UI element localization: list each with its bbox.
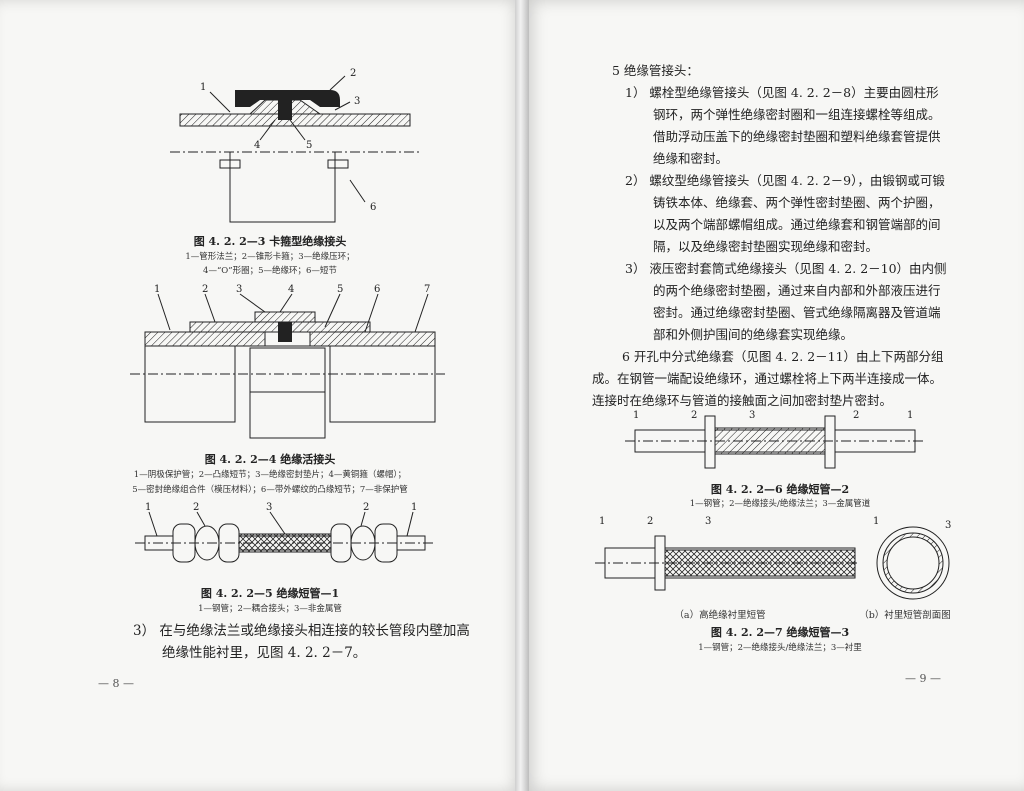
right-line-8: 以及两个端部螺帽组成。通过绝缘套和钢管端部的间: [653, 217, 941, 232]
fig4-label-4: 4: [288, 284, 294, 295]
figure-clamp-insulated-joint: 1 2 3 4 5 6: [170, 68, 420, 223]
fig4-caption: 图 4. 2. 2—4 绝缘活接头: [204, 453, 336, 466]
right-line-7: 铸铁本体、绝缘套、两个弹性密封垫圈、两个护圈，: [653, 195, 941, 210]
right-line-16: 连接时在绝缘环与管道的接触面之间加密封垫片密封。: [592, 393, 893, 408]
right-line-3: 钢环，两个弹性绝缘密封圈和一组连接螺栓等组成。: [653, 107, 941, 122]
fig3-label-5: 5: [306, 140, 312, 151]
fig3-label-4: 4: [254, 140, 260, 151]
fig3-label-2: 2: [350, 68, 356, 79]
fig4-legend-line1: 1—阴极保护管；2—凸缘短节；3—绝缘密封垫片；4—黄铜箍（螺帽）；: [133, 470, 407, 480]
fig6-label-3: 3: [749, 410, 755, 421]
fig4-label-3: 3: [236, 284, 242, 295]
fig5-label-2b: 2: [363, 502, 369, 513]
right-line-12: 密封。通过绝缘密封垫圈、管式绝缘隔离器及管道端: [653, 305, 941, 320]
fig7-caption: 图 4. 2. 2—7 绝缘短管—3: [710, 626, 850, 639]
left-paragraph-line1: 3） 在与绝缘法兰或绝缘接头相连接的较长管段内壁加高: [133, 623, 470, 639]
fig7b-label-1: 1: [873, 516, 879, 527]
right-line-10: 3） 液压密封套筒式绝缘接头（见图 4. 2. 2－10）由内侧: [625, 261, 947, 276]
right-line-5: 绝缘和密封。: [653, 151, 729, 166]
fig7-subcaption-a: （a）高绝缘衬里短管: [674, 610, 766, 621]
right-line-6: 2） 螺纹型绝缘管接头（见图 4. 2. 2－9），由锻钢或可锻: [625, 173, 945, 188]
fig3-label-3: 3: [354, 96, 360, 107]
fig3-caption: 图 4. 2. 2—3 卡箍型绝缘接头: [193, 235, 347, 248]
figure-insulated-union: 1 2 3 4 5 6 7: [130, 284, 445, 439]
fig5-label-1b: 1: [411, 502, 417, 513]
fig5-label-2a: 2: [193, 502, 199, 513]
figure-insulating-short-pipe-1: 1 2 3 2 1: [135, 502, 435, 563]
fig3-label-1: 1: [200, 82, 206, 93]
fig4-label-2: 2: [202, 284, 208, 295]
fig7-subcaption-b: （b）衬里短管剖面图: [859, 610, 951, 621]
fig3-legend-line2: 4—“O”形圈；5—绝缘环；6—短节: [203, 266, 337, 276]
figure-insulating-short-pipe-3: 1 2 3 1 3: [595, 516, 951, 600]
right-line-11: 的两个绝缘密封垫圈，通过来自内部和外部液压进行: [653, 283, 941, 298]
right-page: [522, 0, 1024, 791]
right-line-15: 成。在钢管一端配设绝缘环，通过螺栓将上下两半连接成一体。: [592, 371, 943, 386]
fig7-legend: 1—钢管；2—绝缘接头/绝缘法兰；3—衬里: [698, 643, 862, 653]
fig5-label-1a: 1: [145, 502, 151, 513]
fig6-label-2b: 2: [853, 410, 859, 421]
fig5-caption: 图 4. 2. 2—5 绝缘短管—1: [200, 587, 340, 600]
fig4-label-5: 5: [337, 284, 343, 295]
fig6-legend: 1—钢管；2—绝缘接头/绝缘法兰；3—金属管道: [689, 499, 871, 509]
fig7b-label-3: 3: [945, 520, 951, 531]
fig7a-label-1: 1: [599, 516, 605, 527]
figure-insulating-short-pipe-2: 1 2 3 2 1: [625, 410, 925, 469]
right-line-14: 6 开孔中分式绝缘套（见图 4. 2. 2－11）由上下两部分组: [622, 349, 944, 364]
right-line-13: 部和外侧护围间的绝缘套实现绝缘。: [653, 327, 854, 342]
fig5-label-3: 3: [266, 502, 272, 513]
right-line-2: 1） 螺栓型绝缘管接头（见图 4. 2. 2－8）主要由圆柱形: [625, 85, 939, 100]
fig4-legend-line2: 5—密封绝缘组合件（模压材料）；6—带外螺纹的凸缘短节；7—非保护管: [132, 485, 408, 495]
fig4-label-7: 7: [424, 284, 430, 295]
fig4-label-1: 1: [154, 284, 160, 295]
fig7a-label-3: 3: [705, 516, 711, 527]
book-gutter: [515, 0, 529, 791]
right-page-number: — 9 —: [905, 672, 941, 685]
fig6-label-2a: 2: [691, 410, 697, 421]
fig4-label-6: 6: [374, 284, 380, 295]
fig6-caption: 图 4. 2. 2—6 绝缘短管—2: [710, 483, 850, 496]
right-line-1: 5 绝缘管接头：: [612, 63, 699, 78]
fig3-label-6: 6: [370, 202, 376, 213]
fig7a-label-2: 2: [647, 516, 653, 527]
right-line-9: 隔，以及绝缘密封垫圈实现绝缘和密封。: [653, 239, 879, 254]
fig6-label-1a: 1: [633, 410, 639, 421]
left-page-number: — 8 —: [98, 677, 134, 690]
left-paragraph-line2: 绝缘性能衬里，见图 4. 2. 2－7。: [162, 645, 367, 661]
fig3-legend-line1: 1—管形法兰；2—锥形卡箍；3—绝缘压环；: [185, 252, 355, 262]
fig5-legend: 1—钢管；2—耦合接头；3—非金属管: [198, 604, 342, 614]
right-line-4: 借助浮动压盖下的绝缘密封垫圈和塑料绝缘套管提供: [653, 129, 941, 144]
fig6-label-1b: 1: [907, 410, 913, 421]
